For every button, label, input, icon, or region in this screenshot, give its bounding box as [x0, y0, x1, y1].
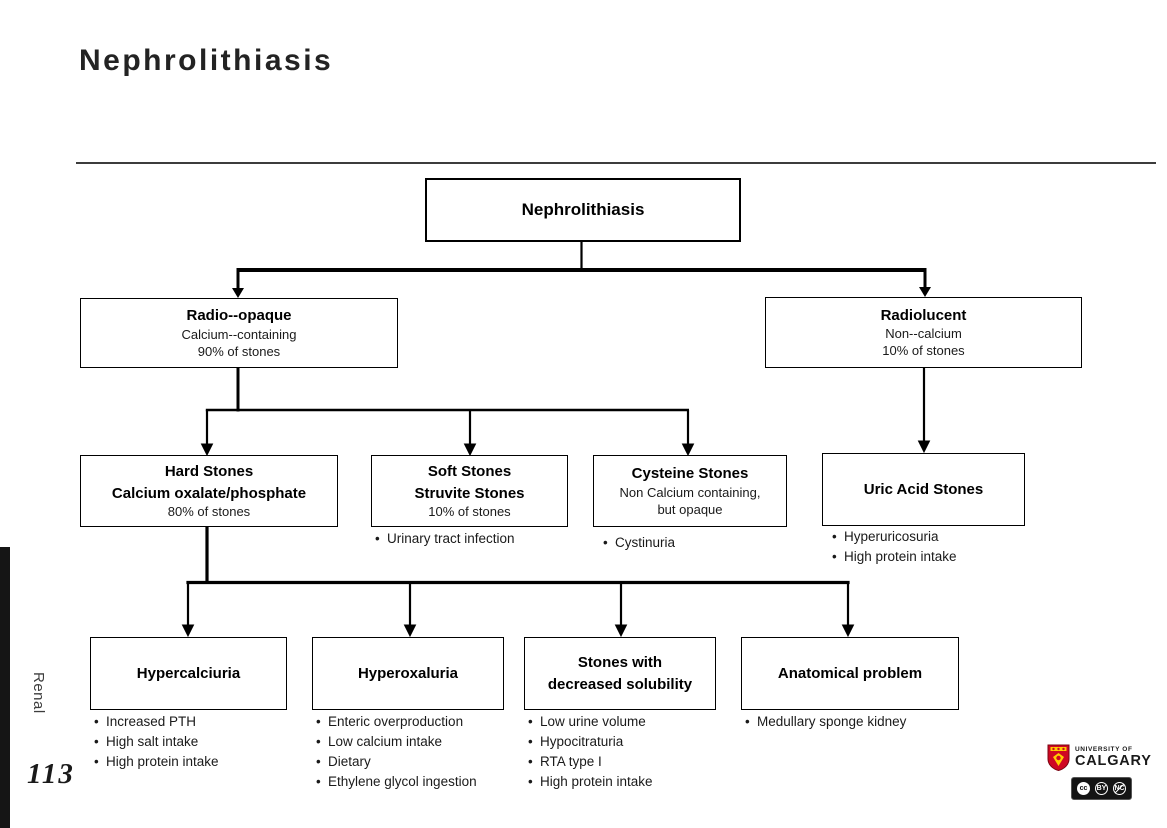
node-soft-stones: Soft Stones Struvite Stones 10% of stone… — [371, 455, 568, 527]
node-title-line2: decreased solubility — [547, 675, 693, 693]
node-title: Hypercalciuria — [136, 664, 241, 682]
node-title: Radiolucent — [880, 306, 967, 324]
node-title: Cysteine Stones — [631, 465, 749, 483]
node-cysteine-stones: Cysteine Stones Non Calcium containing, … — [593, 455, 787, 527]
node-subtitle: Calcium--containing — [181, 326, 297, 342]
university-logo: UNIVERSITY OF CALGARY — [1047, 744, 1152, 771]
bullet-item: Enteric overproduction — [315, 712, 477, 732]
node-title: Hyperoxaluria — [357, 664, 459, 682]
bullet-item: Medullary sponge kidney — [744, 712, 906, 732]
node-title: Stones with — [577, 653, 663, 671]
node-title-line2: Struvite Stones — [414, 484, 525, 502]
bullet-item: High protein intake — [831, 547, 957, 567]
node-nephrolithiasis: Nephrolithiasis — [425, 178, 741, 242]
bullet-item: Cystinuria — [602, 533, 675, 553]
uric-acid-bullets: Hyperuricosuria High protein intake — [831, 527, 957, 567]
cc-license-icon: cc — [1077, 782, 1090, 795]
decreased-solubility-bullets: Low urine volume Hypocitraturia RTA type… — [527, 712, 653, 792]
node-subtitle: Non Calcium containing, — [619, 484, 761, 500]
university-shield-icon — [1047, 744, 1070, 771]
bullet-item: RTA type I — [527, 752, 653, 772]
node-radio-opaque: Radio--opaque Calcium--containing 90% of… — [80, 298, 398, 368]
section-label: Renal — [30, 672, 47, 714]
node-hard-stones: Hard Stones Calcium oxalate/phosphate 80… — [80, 455, 338, 527]
node-title: Radio--opaque — [186, 307, 292, 325]
soft-stones-bullets: Urinary tract infection — [374, 529, 515, 549]
node-title: Anatomical problem — [777, 664, 923, 682]
bullet-item: Low calcium intake — [315, 732, 477, 752]
bullet-item: Hypocitraturia — [527, 732, 653, 752]
bullet-item: Dietary — [315, 752, 477, 772]
node-subtitle: 90% of stones — [197, 343, 281, 359]
cysteine-stones-bullets: Cystinuria — [602, 533, 675, 553]
bullet-item: Low urine volume — [527, 712, 653, 732]
page-title: Nephrolithiasis — [79, 44, 334, 77]
title-divider — [76, 162, 1156, 164]
bullet-item: Increased PTH — [93, 712, 219, 732]
node-hypercalciuria: Hypercalciuria — [90, 637, 287, 710]
node-subtitle: 80% of stones — [167, 504, 251, 520]
cc-nc-icon: NC — [1113, 782, 1126, 795]
bullet-item: High salt intake — [93, 732, 219, 752]
node-hyperoxaluria: Hyperoxaluria — [312, 637, 504, 710]
bullet-item: Hyperuricosuria — [831, 527, 957, 547]
university-name-top: UNIVERSITY OF — [1075, 745, 1133, 753]
bullet-item: Urinary tract infection — [374, 529, 515, 549]
node-subtitle: 10% of stones — [882, 343, 965, 359]
node-decreased-solubility: Stones with decreased solubility — [524, 637, 716, 710]
bullet-item: High protein intake — [527, 772, 653, 792]
node-subtitle: but opaque — [657, 501, 723, 517]
cc-by-icon: BY — [1095, 782, 1108, 795]
node-subtitle: Non--calcium — [885, 326, 962, 342]
page-number: 113 — [27, 758, 75, 790]
node-title-line2: Calcium oxalate/phosphate — [111, 484, 307, 502]
university-wordmark: UNIVERSITY OF CALGARY — [1075, 745, 1152, 769]
node-subtitle: 10% of stones — [428, 504, 511, 520]
bullet-item: High protein intake — [93, 752, 219, 772]
hypercalciuria-bullets: Increased PTH High salt intake High prot… — [93, 712, 219, 772]
section-color-bar — [0, 547, 10, 828]
university-name-bottom: CALGARY — [1075, 753, 1152, 769]
node-title: Uric Acid Stones — [863, 480, 984, 498]
hyperoxaluria-bullets: Enteric overproduction Low calcium intak… — [315, 712, 477, 792]
anatomical-problem-bullets: Medullary sponge kidney — [744, 712, 906, 732]
node-radiolucent: Radiolucent Non--calcium 10% of stones — [765, 297, 1082, 368]
node-title: Nephrolithiasis — [521, 199, 645, 219]
node-title: Soft Stones — [427, 462, 512, 480]
creative-commons-badge: cc BY NC — [1071, 777, 1132, 800]
node-title: Hard Stones — [164, 462, 254, 480]
node-uric-acid-stones: Uric Acid Stones — [822, 453, 1025, 526]
bullet-item: Ethylene glycol ingestion — [315, 772, 477, 792]
node-anatomical-problem: Anatomical problem — [741, 637, 959, 710]
